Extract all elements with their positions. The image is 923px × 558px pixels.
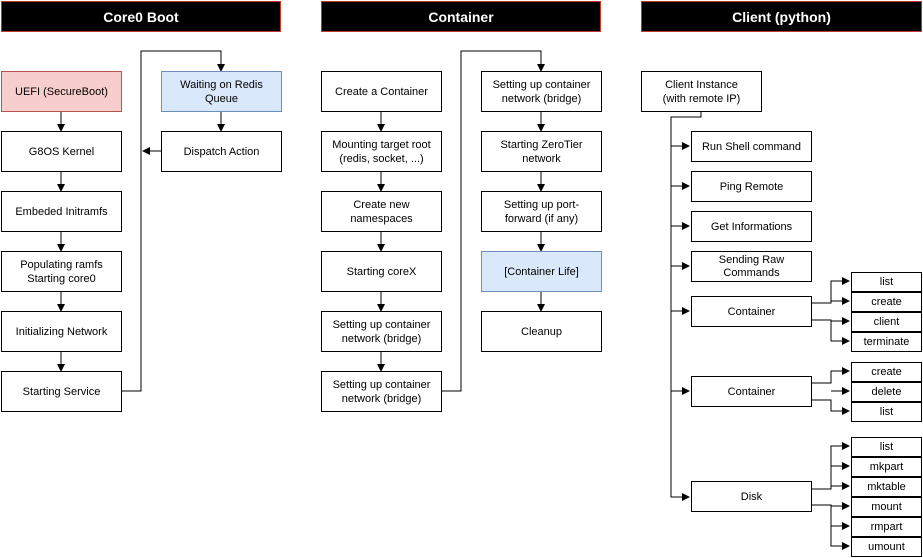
- node-service: Starting Service: [1, 371, 122, 412]
- node-d-mkpart: mkpart: [851, 457, 922, 477]
- node-cleanup-label: Cleanup: [521, 325, 562, 338]
- node-d-umount-label: umount: [868, 541, 905, 553]
- edge-net2-net3: [441, 50, 545, 392]
- node-client-instance-label: Client Instance(with remote IP): [662, 78, 741, 105]
- node-d-list-label: list: [879, 441, 894, 453]
- node-d-mkpart-label: mkpart: [869, 461, 904, 473]
- node-ca-client: client: [851, 312, 922, 332]
- edge-cb-create: [811, 367, 850, 384]
- edge-ca-terminate: [830, 320, 850, 345]
- node-port-forward: Setting up port-forward (if any): [481, 191, 602, 232]
- node-container-life-label: [Container Life]: [504, 265, 579, 278]
- node-disk-label: Disk: [740, 490, 763, 503]
- node-container-a-label: Container: [727, 305, 776, 318]
- node-kernel-label: G8OS Kernel: [28, 145, 95, 158]
- node-kernel: G8OS Kernel: [1, 131, 122, 172]
- edge-client-trunk: [670, 111, 702, 501]
- node-cb-create-label: create: [871, 366, 902, 378]
- node-mount-root: Mounting target root(redis, socket, ...): [321, 131, 442, 172]
- node-d-list: list: [851, 437, 922, 457]
- node-dispatch: Dispatch Action: [161, 131, 282, 172]
- node-get-info-label: Get Informations: [710, 220, 793, 233]
- node-container-b: Container: [691, 376, 812, 407]
- node-initramfs: Embeded Initramfs: [1, 191, 122, 232]
- node-container-life: [Container Life]: [481, 251, 602, 292]
- edge-d-mount: [811, 502, 850, 510]
- node-ca-list-label: list: [879, 276, 894, 288]
- node-mount-root-label: Mounting target root(redis, socket, ...): [332, 138, 431, 165]
- node-network-label: Initializing Network: [15, 325, 108, 338]
- node-service-label: Starting Service: [22, 385, 101, 398]
- node-ca-terminate: terminate: [851, 332, 922, 352]
- node-container-b-label: Container: [727, 385, 776, 398]
- header-core0-boot: Core0 Boot: [1, 1, 281, 32]
- node-d-umount: umount: [851, 537, 922, 557]
- node-ca-terminate-label: terminate: [863, 336, 910, 348]
- node-d-mktable-label: mktable: [867, 481, 906, 493]
- node-run-shell-label: Run Shell command: [701, 140, 802, 153]
- node-port-forward-label: Setting up port-forward (if any): [503, 198, 580, 225]
- node-create-container-label: Create a Container: [335, 85, 428, 98]
- node-ca-client-label: client: [873, 316, 900, 328]
- edge-ca-list: [811, 277, 850, 304]
- node-cleanup: Cleanup: [481, 311, 602, 352]
- node-cb-create: create: [851, 362, 922, 382]
- node-cb-list: list: [851, 402, 922, 422]
- header-container: Container: [321, 1, 601, 32]
- edge-ca-client: [811, 317, 850, 325]
- node-get-info: Get Informations: [691, 211, 812, 242]
- edge-d-list: [811, 442, 850, 490]
- node-corex: Starting coreX: [321, 251, 442, 292]
- node-cb-list-label: list: [879, 406, 894, 418]
- node-ping-remote: Ping Remote: [691, 171, 812, 202]
- node-corex-label: Starting coreX: [346, 265, 417, 278]
- node-d-mount-label: mount: [871, 501, 902, 513]
- node-d-mktable: mktable: [851, 477, 922, 497]
- node-initramfs-label: Embeded Initramfs: [15, 205, 108, 218]
- header-client-python: Client (python): [641, 1, 922, 32]
- node-uefi: UEFI (SecureBoot): [1, 71, 122, 112]
- node-ca-list: list: [851, 272, 922, 292]
- node-run-shell: Run Shell command: [691, 131, 812, 162]
- node-cb-delete-label: delete: [871, 386, 902, 398]
- node-client-instance: Client Instance(with remote IP): [641, 71, 762, 112]
- edge-cb-list: [811, 399, 850, 415]
- node-ping-remote-label: Ping Remote: [719, 180, 784, 193]
- node-d-rmpart-label: rmpart: [870, 521, 903, 533]
- node-cb-delete: delete: [851, 382, 922, 402]
- node-disk: Disk: [691, 481, 812, 512]
- node-uefi-label: UEFI (SecureBoot): [15, 85, 108, 98]
- node-d-mount: mount: [851, 497, 922, 517]
- node-ca-create: create: [851, 292, 922, 312]
- edge-service-waiting: [121, 50, 225, 392]
- node-dispatch-label: Dispatch Action: [183, 145, 260, 158]
- node-d-rmpart: rmpart: [851, 517, 922, 537]
- node-ca-create-label: create: [871, 296, 902, 308]
- edge-d-umount: [830, 526, 850, 550]
- node-create-container: Create a Container: [321, 71, 442, 112]
- node-container-a: Container: [691, 296, 812, 327]
- node-network: Initializing Network: [1, 311, 122, 352]
- edge-d-rmpart: [830, 505, 850, 530]
